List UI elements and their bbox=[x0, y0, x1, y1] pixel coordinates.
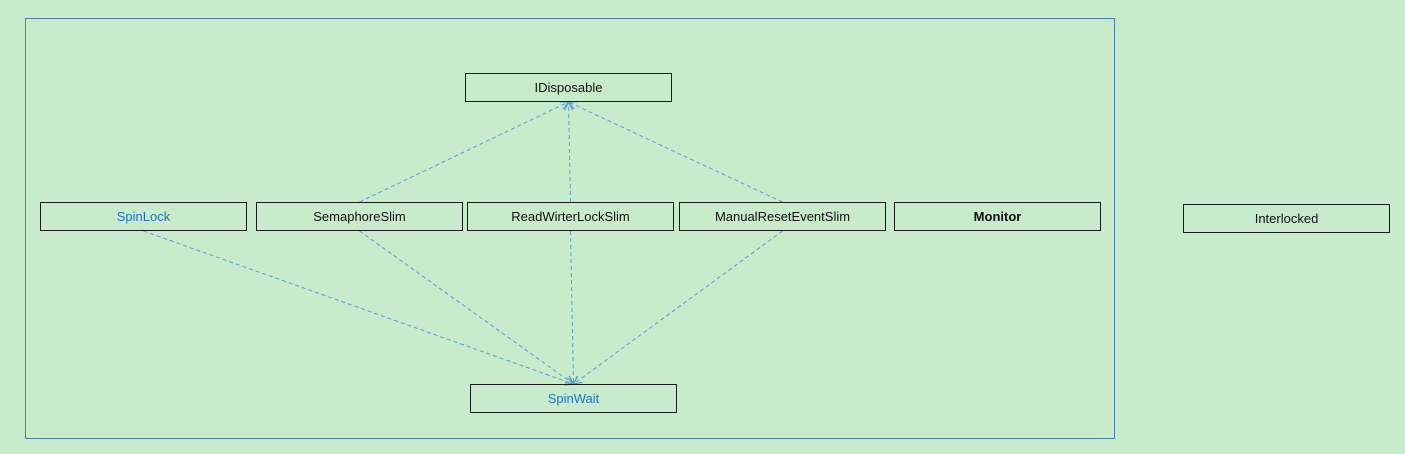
node-interlocked[interactable]: Interlocked bbox=[1183, 204, 1390, 233]
node-monitor[interactable]: Monitor bbox=[894, 202, 1101, 231]
edge-spinlock-to-spinwait bbox=[143, 230, 574, 384]
edge-readwriterlockslim-to-idisposable bbox=[569, 102, 571, 203]
group-frame bbox=[25, 18, 1115, 439]
edge-manualreseteventslim-to-spinwait bbox=[574, 230, 783, 384]
node-idisposable[interactable]: IDisposable bbox=[465, 73, 672, 102]
node-spinlock[interactable]: SpinLock bbox=[40, 202, 247, 231]
edge-manualreseteventslim-to-idisposable bbox=[569, 102, 783, 203]
node-semaphoreslim[interactable]: SemaphoreSlim bbox=[256, 202, 463, 231]
edge-readwriterlockslim-to-spinwait bbox=[571, 230, 574, 384]
node-spinwait[interactable]: SpinWait bbox=[470, 384, 677, 413]
node-manualreseteventslim[interactable]: ManualResetEventSlim bbox=[679, 202, 886, 231]
edge-semaphoreslim-to-idisposable bbox=[359, 102, 569, 203]
node-readwriterlockslim[interactable]: ReadWirterLockSlim bbox=[467, 202, 674, 231]
edge-semaphoreslim-to-spinwait bbox=[359, 230, 574, 384]
